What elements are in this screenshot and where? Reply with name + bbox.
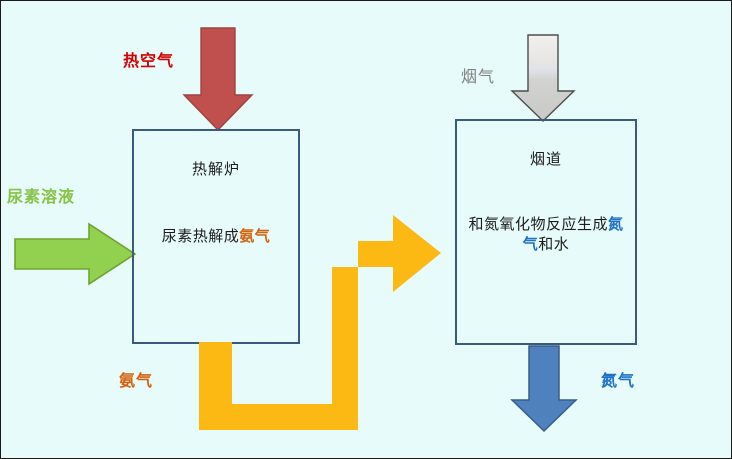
urea-solution-label: 尿素溶液 (7, 189, 76, 206)
nitrogen-label: 氮气 (601, 373, 636, 390)
unit-flue-duct: 烟道 和氮氧化物反应生成氮气和水 (455, 119, 637, 345)
flue-body-prefix: 和氮氧化物反应生成 (468, 216, 608, 233)
hot-air-label: 热空气 (123, 53, 175, 70)
unit-flue-duct-title: 烟道 (529, 151, 562, 168)
furnace-body-highlight: 氨气 (239, 228, 271, 245)
nitrogen-outlet-arrow (510, 345, 578, 433)
furnace-body-prefix: 尿素热解成 (161, 228, 240, 245)
unit-pyrolysis-furnace-title: 热解炉 (191, 161, 240, 178)
flue-gas-label: 烟气 (461, 69, 496, 86)
flue-body-highlight: 氮气 (522, 216, 624, 254)
urea-solution-arrow (14, 222, 137, 286)
flue-body-suffix: 和水 (538, 236, 570, 254)
ammonia-pipe-arrow (199, 215, 441, 430)
unit-pyrolysis-furnace-body: 尿素热解成氨气 (138, 227, 294, 247)
hot-air-arrow (182, 27, 254, 132)
flue-gas-arrow (510, 34, 576, 122)
ammonia-label: 氨气 (119, 373, 154, 390)
unit-flue-duct-body: 和氮氧化物反应生成氮气和水 (461, 215, 631, 256)
